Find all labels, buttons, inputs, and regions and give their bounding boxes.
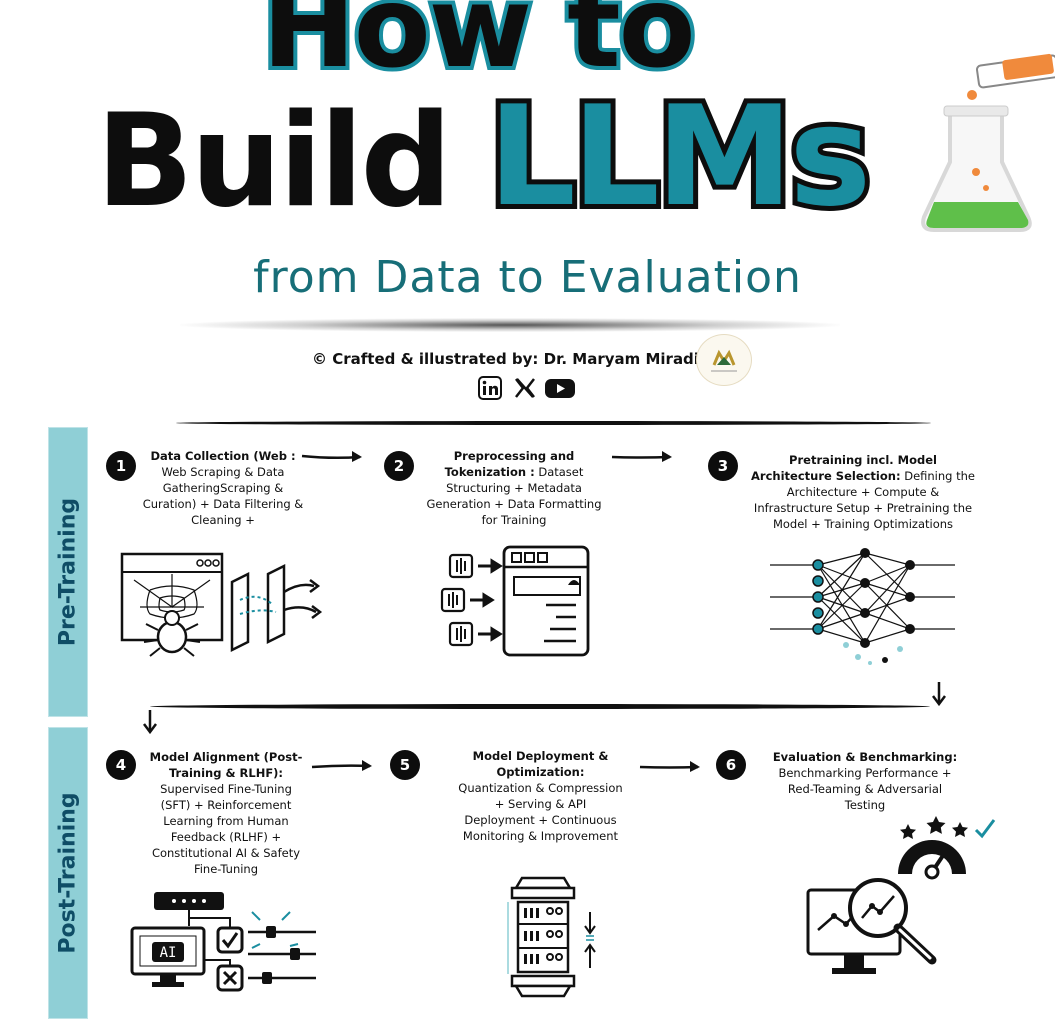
step-description: Preprocessing and Tokenization : Dataset… [418, 448, 610, 528]
step-number-badge: 4 [106, 750, 136, 780]
step-number-badge: 6 [716, 750, 746, 780]
analytics-magnifier-icon [806, 878, 937, 974]
step-description: Evaluation & Benchmarking: Benchmarking … [770, 749, 960, 813]
author-credit: © Crafted & illustrated by: Dr. Maryam M… [312, 350, 699, 368]
step-body: Defining the Architecture + Compute & In… [753, 469, 975, 531]
phase-divider [150, 704, 930, 709]
tokenization-icon [440, 545, 590, 657]
arrow-down-icon [932, 682, 946, 707]
flask-icon [921, 53, 1055, 232]
title-build: Build [96, 87, 452, 236]
benchmark-gauge-icon [898, 816, 996, 880]
youtube-icon[interactable] [544, 376, 576, 402]
model-alignment-icon: AI [130, 892, 316, 992]
step-title: Preprocessing and Tokenization : [444, 449, 575, 479]
x-icon[interactable] [514, 376, 536, 402]
arrow-right-icon [301, 451, 362, 462]
phase-label: Post-Training [55, 792, 81, 954]
test-tube-icon [967, 53, 1055, 113]
step-description: Model Deployment & Optimization: Quantiz… [458, 748, 623, 844]
step-description: Model Alignment (Post-Training & RLHF): … [146, 749, 306, 877]
step-number-badge: 5 [390, 750, 420, 780]
subtitle: from Data to Evaluation [253, 252, 802, 303]
phase-bar-post-training: Post-Training [48, 727, 88, 1019]
step-title: Pretraining incl. Model Architecture Sel… [751, 453, 937, 483]
step-description: Pretraining incl. Model Architecture Sel… [748, 452, 978, 532]
phase-label: Pre-Training [55, 497, 81, 647]
step-title: Evaluation & Benchmarking: [772, 750, 958, 764]
arrow-right-icon [639, 761, 700, 772]
server-deployment-icon [507, 876, 596, 998]
arrow-right-icon [611, 451, 672, 462]
step-body: Web Scraping & Data GatheringScraping & … [142, 465, 304, 527]
step-number-badge: 2 [384, 451, 414, 481]
author-logo [696, 334, 752, 386]
step-number-badge: 3 [708, 451, 738, 481]
step-description: Data Collection (Web : Web Scraping & Da… [138, 448, 308, 528]
ai-screen-label: AI [160, 945, 177, 961]
linkedin-icon[interactable] [478, 376, 502, 402]
arrow-down-icon [143, 710, 157, 735]
subtitle-underline [180, 318, 840, 332]
step-body: Dataset Structuring + Metadata Generatio… [426, 465, 602, 527]
step-body: Supervised Fine-Tuning (SFT) + Reinforce… [151, 782, 301, 876]
neural-network-icon [770, 548, 955, 665]
web-scraping-icon [120, 552, 323, 657]
phase-bar-pre-training: Pre-Training [48, 427, 88, 717]
step-title: Model Alignment (Post-Training & RLHF): [149, 750, 303, 780]
section-divider [176, 421, 931, 425]
step-body: Quantization & Compression + Serving & A… [458, 781, 623, 843]
arrow-right-icon [311, 760, 372, 771]
step-body: Benchmarking Performance + Red-Teaming &… [778, 766, 952, 812]
step-number-badge: 1 [106, 451, 136, 481]
title-llms: LLMs [483, 76, 876, 237]
title-how-to: How to [258, 0, 700, 93]
step-title: Model Deployment & Optimization: [472, 749, 609, 779]
step-title: Data Collection (Web : [150, 449, 296, 463]
